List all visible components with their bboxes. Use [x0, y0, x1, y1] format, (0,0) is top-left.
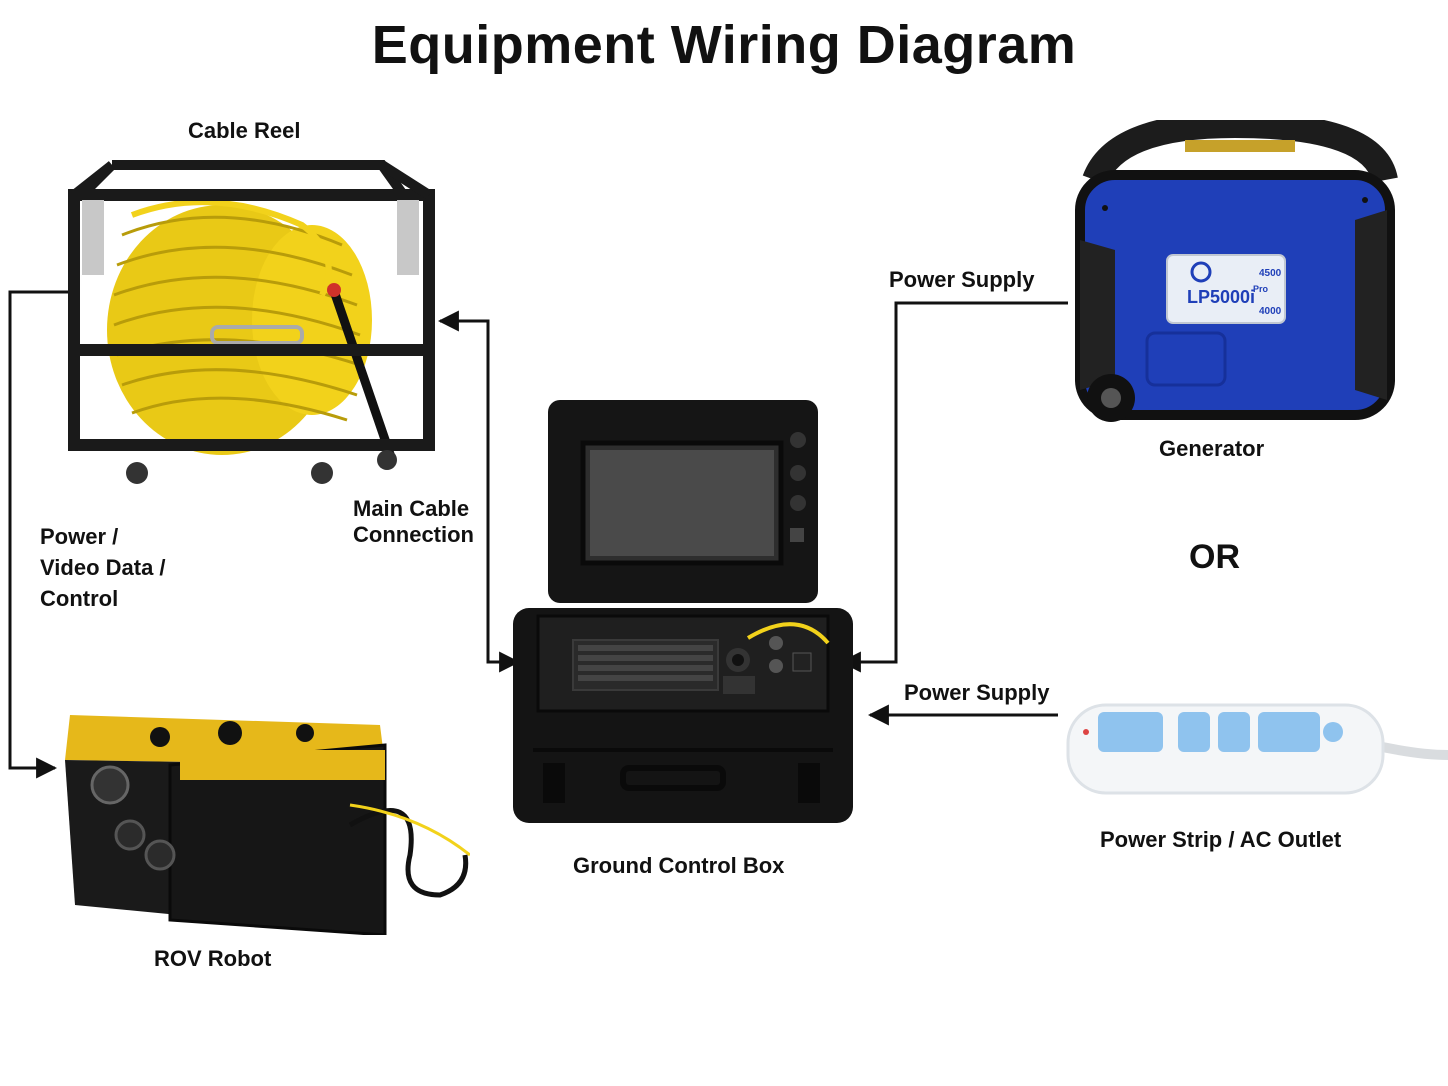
strip-power-supply-label: Power Supply [904, 680, 1049, 706]
generator-variant-text: Pro [1253, 284, 1269, 294]
ground-control-box-image [508, 398, 858, 828]
rov-link-label: Power / Video Data / Control [40, 522, 166, 614]
wire-generator-to-box [842, 303, 1068, 662]
ground-control-box-label: Ground Control Box [573, 853, 784, 879]
or-separator: OR [1189, 538, 1240, 577]
main-cable-connection-label: Main Cable Connection [353, 496, 474, 549]
cable-reel-label: Cable Reel [188, 118, 301, 144]
generator-rating-bottom: 4000 [1259, 306, 1282, 317]
power-strip-image [1058, 700, 1448, 805]
generator-image: LP5000i Pro 4500 4000 [1075, 120, 1410, 425]
generator-power-supply-label: Power Supply [889, 267, 1034, 293]
rov-robot-image [60, 705, 470, 935]
power-strip-label: Power Strip / AC Outlet [1100, 827, 1341, 853]
generator-rating-top: 4500 [1259, 268, 1282, 279]
generator-label: Generator [1159, 436, 1264, 462]
cable-reel-image [62, 155, 440, 490]
wire-reel-to-box [440, 321, 518, 662]
rov-robot-label: ROV Robot [154, 946, 271, 972]
generator-model-text: LP5000i [1187, 287, 1255, 307]
